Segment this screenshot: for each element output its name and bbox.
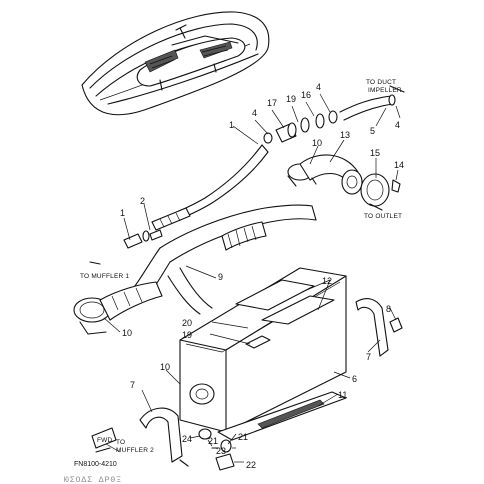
callout-7a: 7	[366, 352, 371, 362]
fitting-group-left	[123, 229, 163, 249]
note-to-muffler-2-a: TO	[116, 439, 125, 446]
callout-2: 2	[140, 196, 145, 206]
exhaust-hose-3	[151, 144, 269, 231]
note-to-muffler-2-b: MUFFLER 2	[116, 447, 154, 454]
front-label: FWD	[97, 437, 113, 444]
bracket-7-right	[355, 298, 403, 357]
callout-8: 8	[386, 304, 391, 314]
muffler-box-6	[179, 267, 347, 441]
callout-1: 1	[120, 208, 125, 218]
callout-numbers: 1 4 17 19 16 4 5 4 13 10 15 14 1 2 9 10 …	[120, 82, 404, 470]
callout-4a: 4	[252, 108, 257, 118]
note-to-duct: TO DUCT	[366, 79, 396, 86]
callout-18: 19	[286, 94, 296, 104]
watercraft-overview-illustration	[81, 11, 270, 116]
callout-3: 1	[229, 120, 234, 130]
callout-13: 13	[340, 130, 350, 140]
callout-24: 24	[182, 434, 192, 444]
callout-6: 6	[352, 374, 357, 384]
watermark-text: ЮΣΟΔΣ ΔΡΘΞ	[64, 476, 122, 484]
bracket-7-left	[139, 407, 189, 467]
direction-arrows	[89, 85, 405, 453]
callout-21b: 21	[238, 432, 248, 442]
outlet-15	[360, 173, 401, 207]
callout-5: 5	[370, 126, 375, 136]
callout-9: 9	[218, 272, 223, 282]
lower-fittings	[198, 428, 235, 471]
drawing-code: FN8100-4210	[74, 461, 117, 468]
fitting-group-upper	[263, 110, 338, 144]
callout-10a: 10	[312, 138, 322, 148]
callout-10c: 10	[160, 362, 170, 372]
callout-7b: 7	[130, 380, 135, 390]
callout-15: 15	[370, 148, 380, 158]
callout-16: 16	[301, 90, 311, 100]
exhaust-elbow-13	[287, 154, 363, 195]
callout-11: 11	[338, 390, 347, 400]
callout-17: 17	[267, 98, 277, 108]
callout-10b: 10	[122, 328, 132, 338]
note-impeller: IMPELLER	[368, 87, 402, 94]
note-to-outlet: TO OUTLET	[364, 213, 402, 220]
callout-21a: 21	[208, 436, 218, 446]
hose-5	[339, 94, 396, 121]
callout-12: 12	[322, 276, 332, 286]
callout-19: 19	[182, 330, 192, 340]
muffler-inlet-10	[73, 281, 163, 335]
leader-lines	[103, 93, 401, 463]
front-direction-badge: FWD	[91, 427, 117, 449]
note-to-muffler-1: TO MUFFLER 1	[80, 273, 129, 280]
callout-20: 20	[182, 318, 192, 328]
callout-4b: 4	[316, 82, 321, 92]
callout-14: 14	[394, 160, 404, 170]
callout-23: 23	[216, 446, 226, 456]
callout-4c: 4	[395, 120, 400, 130]
destination-notes: TO DUCT IMPELLER TO OUTLET TO MUFFLER 1 …	[80, 79, 402, 454]
callout-22: 22	[246, 460, 256, 470]
